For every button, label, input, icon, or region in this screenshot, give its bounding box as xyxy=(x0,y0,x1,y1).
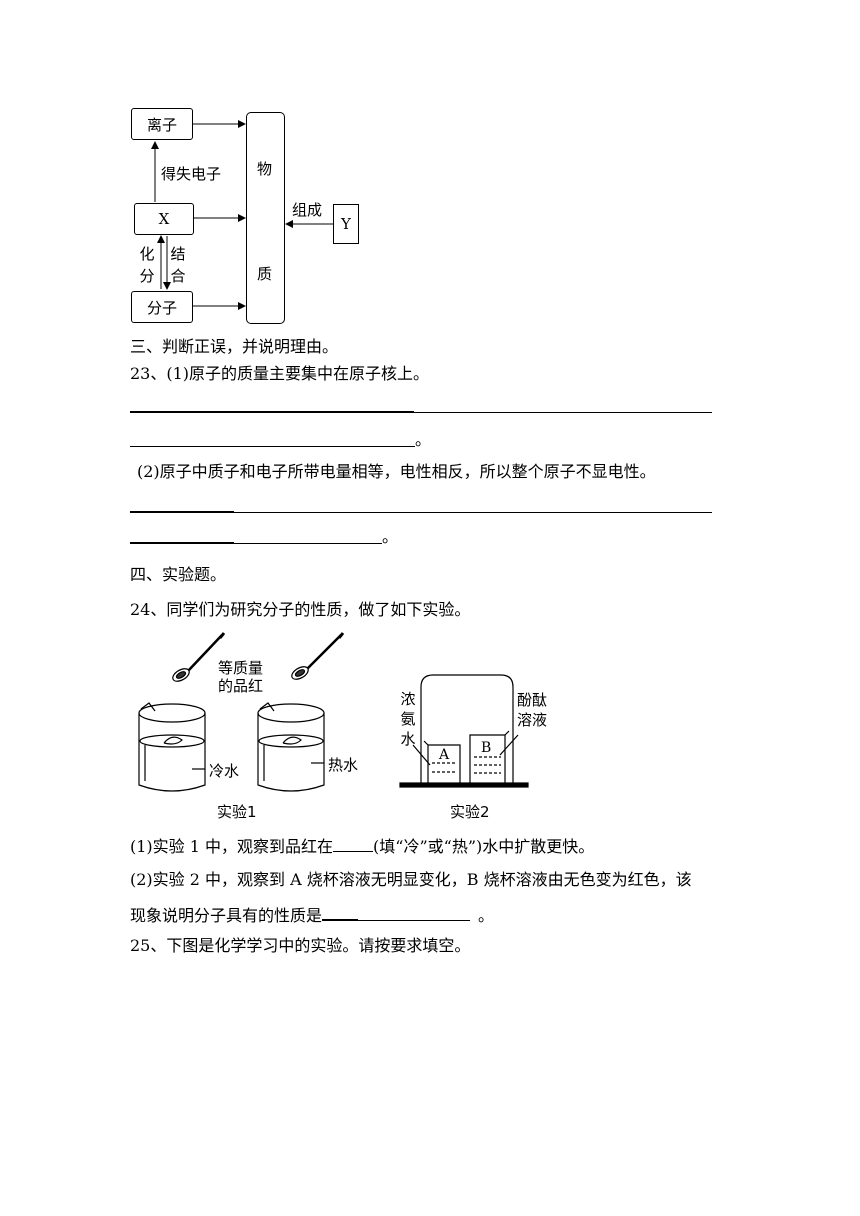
blank-24-1[interactable] xyxy=(333,835,374,852)
beaker-b-label: B xyxy=(481,740,492,756)
answer-line-23-1-a-bold xyxy=(130,411,414,412)
answer-line-23-2-b-bold xyxy=(130,542,234,544)
substance-box: 物 质 xyxy=(246,112,285,324)
question-24: 24、同学们为研究分子的性质，做了如下实验。 xyxy=(130,600,471,619)
gain-lose-electrons-label: 得失电子 xyxy=(161,165,222,183)
x-box: X xyxy=(134,203,194,235)
experiment-2-caption: 实验2 xyxy=(450,803,490,821)
substance-top-label: 物 xyxy=(257,160,273,178)
answer-line-23-1-a[interactable] xyxy=(130,412,712,413)
cold-water-label: 冷水 xyxy=(209,762,240,780)
answer-line-23-1-b[interactable] xyxy=(130,446,415,447)
split-char-2: 分 xyxy=(139,267,155,285)
molecule-box: 分子 xyxy=(131,291,193,323)
period-23-2: 。 xyxy=(382,527,399,546)
diagram-arrows xyxy=(151,120,334,310)
ion-label: 离子 xyxy=(146,115,177,134)
hot-water-label: 热水 xyxy=(328,756,359,774)
combine-label: 结 合 xyxy=(169,243,187,287)
ammonia-label: 浓 氨 水 xyxy=(399,689,417,749)
x-label: X xyxy=(158,210,170,228)
answer-line-23-2-b[interactable] xyxy=(130,543,382,544)
section-4-heading: 四、实验题。 xyxy=(130,565,227,584)
section-3-heading: 三、判断正误，并说明理由。 xyxy=(130,337,339,356)
period-23-1: 。 xyxy=(415,430,432,449)
concept-diagram: 离子 X 分子 物 质 Y 得失电子 组成 化 分 结 合 xyxy=(0,0,860,340)
split-label: 化 分 xyxy=(138,243,156,287)
question-25: 25、下图是化学学习中的实验。请按要求填空。 xyxy=(130,936,471,955)
equal-mass-label-1: 等质量 xyxy=(218,659,264,677)
question-23-1: 23、(1)原子的质量主要集中在原子核上。 xyxy=(130,364,430,383)
compose-label: 组成 xyxy=(292,201,323,219)
question-24-2-line-2: 现象说明分子具有的性质是 。 xyxy=(130,903,494,926)
question-23-2: (2)原子中质子和电子所带电量相等，电性相反，所以整个原子不显电性。 xyxy=(137,462,656,481)
split-char-1: 化 xyxy=(139,245,155,263)
ion-box: 离子 xyxy=(131,108,193,140)
phenolphthalein-label-1: 酚酞 xyxy=(517,691,548,709)
experiment-drawing xyxy=(138,632,529,792)
molecule-label: 分子 xyxy=(146,298,177,317)
question-24-2-post: 。 xyxy=(478,906,495,925)
question-24-1: (1)实验 1 中，观察到品红在 (填“冷”或“热”)水中扩散更快。 xyxy=(130,835,594,857)
combine-char-2: 合 xyxy=(170,267,186,285)
combine-char-1: 结 xyxy=(170,245,186,263)
experiment-figure: 等质量 的品红 冷水 热水 实验1 浓 氨 水 酚酞 溶液 A B 实验2 xyxy=(0,625,860,825)
blank-24-2-thin[interactable] xyxy=(358,904,471,921)
ammonia-char-1: 浓 xyxy=(400,690,416,708)
experiment-1-caption: 实验1 xyxy=(217,803,257,821)
y-box: Y xyxy=(333,204,359,244)
question-24-1-pre: (1)实验 1 中，观察到品红在 xyxy=(130,837,334,856)
beaker-a-label: A xyxy=(439,747,450,763)
phenolphthalein-label-2: 溶液 xyxy=(517,711,548,729)
blank-24-2-bold[interactable] xyxy=(322,903,359,921)
y-label: Y xyxy=(341,215,351,233)
question-24-2-pre: 现象说明分子具有的性质是 xyxy=(130,906,323,925)
equal-mass-label-2: 的品红 xyxy=(218,677,264,695)
substance-bottom-label: 质 xyxy=(257,265,273,283)
answer-line-23-2-a-bold xyxy=(130,511,234,513)
ammonia-char-2: 氨 xyxy=(400,710,416,728)
ammonia-char-3: 水 xyxy=(400,730,416,748)
question-24-1-post: (填“冷”或“热”)水中扩散更快。 xyxy=(373,837,595,856)
answer-line-23-2-a[interactable] xyxy=(130,512,712,513)
question-24-2-line-1: (2)实验 2 中，观察到 A 烧杯溶液无明显变化，B 烧杯溶液由无色变为红色，… xyxy=(130,870,692,889)
